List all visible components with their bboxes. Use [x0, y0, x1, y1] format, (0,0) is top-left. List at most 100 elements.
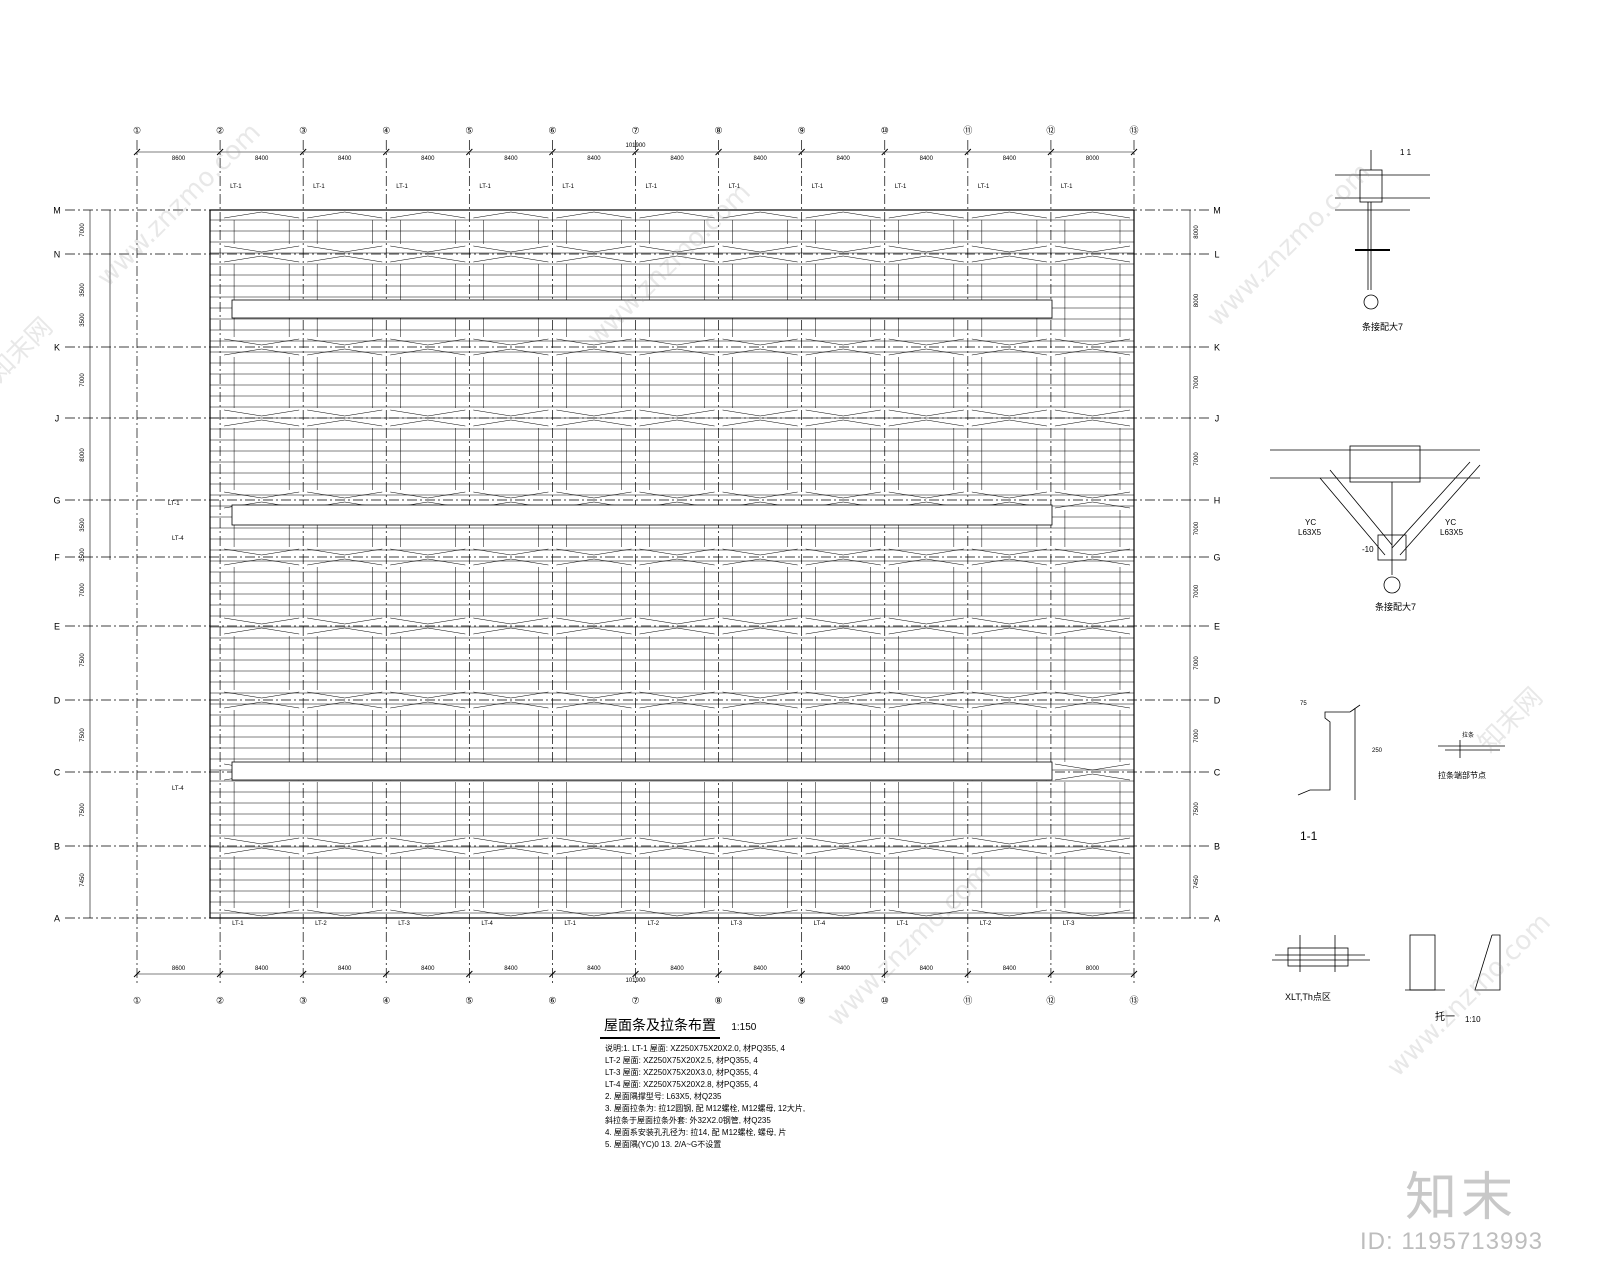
tie-bar [843, 558, 881, 566]
brace-label: YC [1445, 518, 1456, 527]
tie-bar [1009, 847, 1047, 855]
tie-bar [805, 691, 844, 699]
tie-bar [473, 691, 511, 699]
dimension-tick [632, 970, 639, 978]
tie-bar [307, 909, 345, 917]
column-axis-label: ⑫ [1046, 996, 1055, 1006]
tie-bar [307, 617, 345, 625]
tie-bar [639, 691, 678, 699]
tie-bar [1009, 211, 1047, 219]
purlin-type-label: LT-1 [978, 184, 990, 190]
tie-bar [556, 909, 594, 917]
tie-bar [760, 211, 798, 219]
roof-opening-strip [231, 761, 1053, 781]
tie-bar [805, 338, 844, 346]
tie-bar [843, 617, 881, 625]
tie-bar [510, 847, 549, 855]
tie-bar [888, 491, 927, 499]
bay-dimension: 8600 [172, 156, 186, 162]
tie-bar [971, 338, 1010, 346]
tie-bar [510, 558, 549, 566]
tie-bar [307, 409, 345, 417]
tie-bar [1092, 409, 1131, 417]
tie-bar [1054, 491, 1093, 499]
tie-bar [344, 558, 383, 566]
tie-bar [1054, 837, 1093, 845]
tie-bar [1092, 847, 1131, 855]
tie-bar [722, 617, 761, 625]
tie-bar [805, 255, 844, 263]
tie-bar [888, 419, 927, 427]
column-axis-label: ③ [299, 996, 307, 1006]
axis-bubble [1043, 993, 1058, 1007]
axis-bubble [711, 123, 726, 137]
tie-bar [722, 701, 761, 709]
tie-bar [722, 847, 761, 855]
tie-bar-note: 拉条端部节点 [1438, 770, 1486, 780]
tie-bar [224, 348, 262, 356]
tie-bar [224, 691, 262, 699]
tie-bar [926, 211, 964, 219]
axis-bubble [50, 411, 64, 425]
tie-bar [843, 348, 881, 356]
tie-bar [843, 338, 881, 346]
row-dimension: 7450 [1194, 875, 1200, 889]
tie-bar [427, 491, 466, 499]
dimension-tick [549, 148, 556, 156]
tie-bar [843, 691, 881, 699]
column-axis-label: ④ [382, 126, 390, 136]
axis-bubble [1210, 765, 1224, 779]
row-axis-label: K [1214, 343, 1220, 353]
tie-bar [677, 491, 715, 499]
tie-bar [1009, 409, 1047, 417]
tie-bar [926, 701, 964, 709]
tie-bar [473, 558, 511, 566]
tie-bar [344, 548, 383, 556]
tie-bar [473, 701, 511, 709]
tie-bar [639, 847, 678, 855]
note-line: 斜拉条于屋面拉条外套: 外32X2.0钢管, 材Q235 [605, 1116, 771, 1125]
bracket-detail [1405, 934, 1501, 991]
tie-bar [1092, 211, 1131, 219]
detail-drawings [1270, 150, 1505, 991]
bay-dimension: 8400 [587, 156, 601, 162]
tie-bar [639, 255, 678, 263]
purlin-type-label: LT-1 [564, 921, 576, 927]
axis-bubble [1210, 411, 1224, 425]
tie-bar [971, 558, 1010, 566]
tie-bar [805, 847, 844, 855]
row-dimension: 3500 [80, 313, 86, 327]
tie-bar [344, 909, 383, 917]
tie-bar [1009, 255, 1047, 263]
purlin-type-label: LT-1 [230, 184, 242, 190]
tie-bar [677, 548, 715, 556]
brace-size-label: L63X5 [1440, 528, 1464, 537]
bay-dimension: 8400 [587, 966, 601, 972]
tie-bar [1054, 763, 1093, 771]
tie-bar [888, 837, 927, 845]
tie-bar [926, 909, 964, 917]
tie-bar [344, 847, 383, 855]
bay-dimension: 8400 [837, 156, 851, 162]
section-tag: 1 1 [1400, 148, 1412, 157]
tie-bar [344, 837, 383, 845]
purlin-type-label: LT-1 [897, 921, 909, 927]
tie-bar [1009, 617, 1047, 625]
row-axis-label: M [1213, 206, 1221, 216]
tie-bar [722, 627, 761, 635]
tie-bar [843, 409, 881, 417]
tie-bar [344, 691, 383, 699]
tie-bar [261, 627, 300, 635]
dimension-tick [964, 148, 972, 156]
axis-bubble [50, 340, 64, 354]
tie-bar-connection [1438, 740, 1505, 758]
axis-bubble [545, 993, 560, 1007]
dimension-tick [632, 148, 639, 156]
column-axis-label: ⑦ [631, 996, 639, 1006]
tie-bar [843, 909, 881, 917]
tie-bar [722, 419, 761, 427]
plan-title-block: 屋面条及拉条布置 1:150 [600, 1015, 860, 1039]
purlin-type-label: LT-3 [1063, 921, 1075, 927]
tie-bar [427, 627, 466, 635]
